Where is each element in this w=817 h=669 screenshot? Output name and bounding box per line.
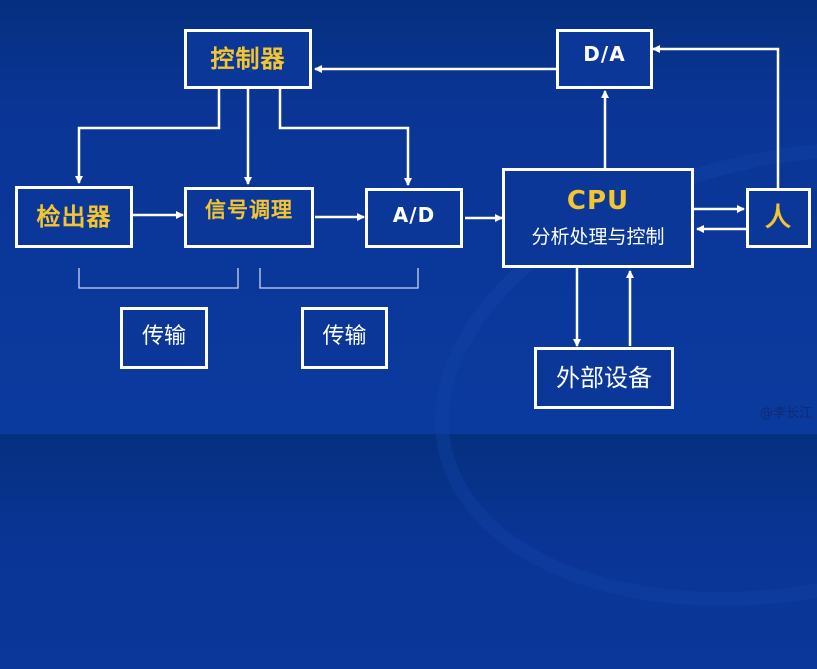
arrow-human-to-da (652, 45, 780, 188)
arrow-controller-to-detector (75, 89, 221, 184)
transmission-label-1: 传输 (141, 324, 186, 349)
controller-box: 控制器 (184, 29, 312, 89)
detector-box: 检出器 (15, 186, 133, 248)
da-label: D/A (583, 42, 626, 66)
transmission-label-2: 传输 (322, 324, 367, 349)
watermark: @李长江 (760, 406, 813, 421)
ad-box: A/D (365, 188, 463, 248)
signal-conditioning-label: 信号调理 (205, 198, 293, 222)
bracket-transmission-2 (259, 268, 419, 289)
controller-label: 控制器 (210, 45, 286, 73)
da-box: D/A (556, 29, 653, 89)
transmission-box-1: 传输 (120, 307, 208, 369)
ad-label: A/D (392, 203, 436, 227)
external-device-label: 外部设备 (556, 364, 652, 392)
human-box: 人 (746, 188, 811, 248)
connector-lines (75, 45, 780, 347)
human-label: 人 (764, 203, 792, 233)
signal-conditioning-box: 信号调理 (184, 187, 314, 248)
detector-label: 检出器 (36, 203, 112, 231)
cpu-box: CPU 分析处理与控制 (502, 168, 694, 268)
external-device-box: 外部设备 (534, 347, 674, 409)
transmission-box-2: 传输 (301, 307, 388, 369)
cpu-title: CPU (566, 185, 630, 216)
arrow-controller-to-ad (278, 89, 412, 186)
bracket-transmission-1 (78, 268, 239, 289)
cpu-subtitle: 分析处理与控制 (531, 225, 665, 248)
